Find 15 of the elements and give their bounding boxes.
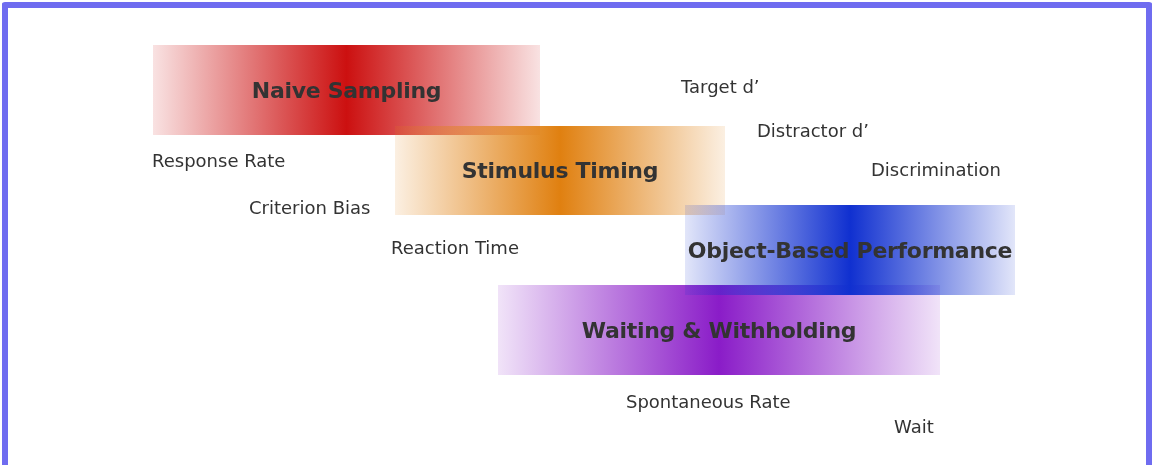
metric-label: Target d’ bbox=[681, 76, 760, 97]
category-band bbox=[153, 45, 540, 135]
metric-label: Wait bbox=[894, 416, 934, 437]
metric-label: Distractor d’ bbox=[757, 120, 869, 141]
category-band bbox=[395, 126, 725, 215]
metric-label: Criterion Bias bbox=[249, 197, 371, 218]
metric-label: Spontaneous Rate bbox=[626, 391, 791, 412]
category-band bbox=[685, 205, 1015, 295]
band-title: Stimulus Timing bbox=[461, 158, 659, 183]
band-title: Naive Sampling bbox=[251, 77, 442, 103]
band-title: Waiting & Withholding bbox=[581, 317, 857, 343]
metric-label: Discrimination bbox=[871, 159, 1001, 180]
category-band bbox=[498, 285, 940, 375]
metric-label: Reaction Time bbox=[391, 237, 519, 258]
metric-label: Response Rate bbox=[152, 150, 286, 171]
